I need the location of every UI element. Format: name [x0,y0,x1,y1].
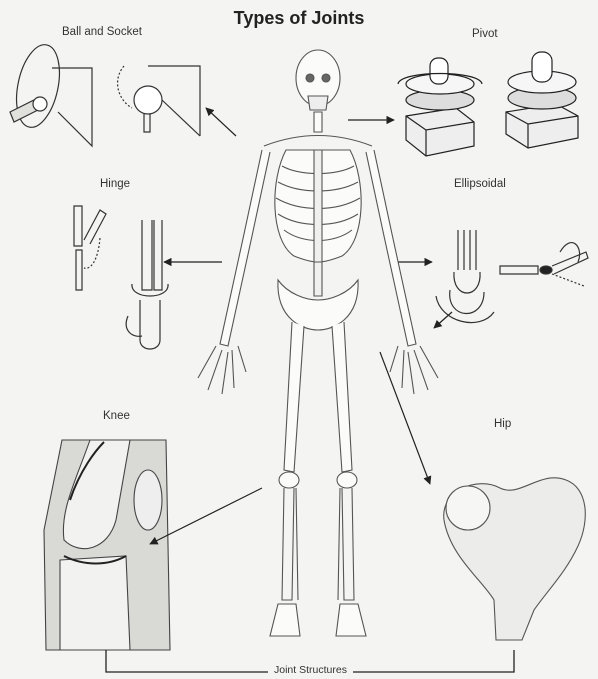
ball-and-socket-illustration [10,41,200,146]
label-joint-structures: Joint Structures [268,664,353,676]
arrow-hip [380,352,430,484]
hip-illustration [444,478,586,640]
arrow-ball-and-socket [206,108,236,136]
ellipsoidal-illustration [436,230,588,323]
knee-illustration [44,440,170,650]
hinge-illustration [74,206,168,349]
skeleton-illustration [198,50,438,636]
arrow-ellipsoidal-rotation [434,312,452,328]
pivot-illustration [398,52,578,156]
